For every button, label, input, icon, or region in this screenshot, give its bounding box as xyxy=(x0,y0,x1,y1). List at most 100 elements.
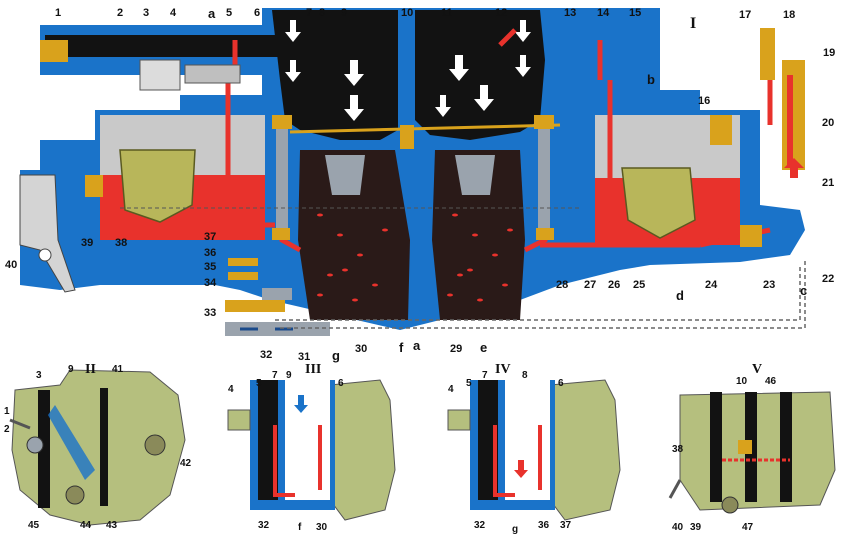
ii-label-41: 41 xyxy=(112,364,124,375)
letter-f: f xyxy=(399,340,404,355)
v-label-47: 47 xyxy=(742,522,754,533)
label-20: 20 xyxy=(822,117,834,129)
label-7: 7 xyxy=(306,7,312,19)
iii-label-4: 4 xyxy=(228,384,234,395)
screw-32 xyxy=(262,288,292,300)
label-14: 14 xyxy=(597,7,610,19)
tube-35 xyxy=(228,258,258,266)
label-3: 3 xyxy=(143,7,149,19)
roman-label-II: II xyxy=(85,362,96,377)
iv-label-37: 37 xyxy=(560,520,572,531)
view-IV xyxy=(447,379,621,521)
letter-b: b xyxy=(647,72,655,87)
letter-a-bottom: a xyxy=(413,338,421,353)
label-36: 36 xyxy=(204,247,216,259)
roman-label-V: V xyxy=(752,362,762,377)
label-23: 23 xyxy=(763,279,775,291)
view-IV-labels: IV 4 5 7 8 6 32 g 36 37 xyxy=(448,362,572,535)
iv-label-6: 6 xyxy=(558,378,564,389)
iii-label-f: f xyxy=(298,522,302,533)
label-21: 21 xyxy=(822,177,834,189)
label-37: 37 xyxy=(204,231,216,243)
letter-g: g xyxy=(332,348,340,363)
label-9: 9 xyxy=(341,7,347,19)
ii-label-2: 2 xyxy=(4,424,10,435)
label-10: 10 xyxy=(401,7,413,19)
label-34: 34 xyxy=(204,277,217,289)
label-5: 5 xyxy=(226,7,232,19)
fuel-inlet-18 xyxy=(760,28,775,80)
float-left xyxy=(119,149,196,223)
view-II-labels: II 1 2 3 9 41 42 43 44 45 xyxy=(4,362,192,531)
ii-label-43: 43 xyxy=(106,520,118,531)
airflow-arrows xyxy=(285,20,531,121)
roman-label-I: I xyxy=(690,15,696,32)
throttle-axle xyxy=(289,123,561,134)
tube-33 xyxy=(225,300,285,312)
air-channel-left xyxy=(45,35,280,57)
fuel-inlet-arrow xyxy=(784,158,804,178)
iii-label-9: 9 xyxy=(286,370,292,381)
iv-label-7: 7 xyxy=(482,370,488,381)
main-sectional-view xyxy=(19,8,806,336)
v-label-39: 39 xyxy=(690,522,702,533)
ii-label-44: 44 xyxy=(80,520,92,531)
label-29: 29 xyxy=(450,343,462,355)
solenoid-4 xyxy=(139,59,181,91)
label-38: 38 xyxy=(115,237,127,249)
iii-label-7: 7 xyxy=(272,370,278,381)
label-19: 19 xyxy=(823,47,835,59)
v-label-46: 46 xyxy=(765,376,777,387)
label-26: 26 xyxy=(608,279,620,291)
throttle-lever xyxy=(19,174,76,293)
brass-jets xyxy=(40,40,762,247)
iv-label-8: 8 xyxy=(522,370,528,381)
label-33: 33 xyxy=(204,307,216,319)
iii-label-6: 6 xyxy=(338,378,344,389)
primary-venturi xyxy=(298,150,410,320)
label-16: 16 xyxy=(698,95,710,107)
view-V-labels: V 10 46 38 40 39 47 xyxy=(672,362,777,533)
label-30: 30 xyxy=(355,343,367,355)
v-label-40: 40 xyxy=(672,522,684,533)
label-1: 1 xyxy=(55,7,61,19)
iv-label-36: 36 xyxy=(538,520,550,531)
primary-air-horn xyxy=(272,10,398,140)
label-32: 32 xyxy=(260,349,272,361)
iv-label-5: 5 xyxy=(466,378,472,389)
secondary-venturi xyxy=(432,150,525,320)
label-40: 40 xyxy=(5,259,17,271)
return-pipe-19 xyxy=(782,60,805,170)
label-6: 6 xyxy=(254,7,260,19)
view-V xyxy=(668,391,836,514)
label-15: 15 xyxy=(629,7,641,19)
iv-label-g: g xyxy=(512,524,518,535)
v-label-10: 10 xyxy=(736,376,748,387)
label-4: 4 xyxy=(170,7,177,19)
ii-label-45: 45 xyxy=(28,520,40,531)
label-31: 31 xyxy=(298,351,310,363)
emulsion-tube-left xyxy=(276,120,288,230)
tube-34 xyxy=(228,272,258,280)
float-right xyxy=(621,167,696,239)
small-diffuser-2 xyxy=(455,155,495,195)
label-18: 18 xyxy=(783,9,795,21)
roman-label-III: III xyxy=(305,362,321,377)
iii-label-30: 30 xyxy=(316,522,328,533)
view-III-labels: III 4 5 7 9 6 32 f 30 xyxy=(228,362,344,533)
ii-label-9: 9 xyxy=(68,364,74,375)
letter-d: d xyxy=(676,288,684,303)
label-13: 13 xyxy=(564,7,576,19)
label-12: 12 xyxy=(495,7,507,19)
iii-label-32: 32 xyxy=(258,520,270,531)
solenoid-valve-5 xyxy=(184,64,241,84)
label-11: 11 xyxy=(441,7,453,19)
roman-label-IV: IV xyxy=(495,362,511,377)
label-28: 28 xyxy=(556,279,568,291)
fuel-droplets xyxy=(317,213,513,302)
label-27: 27 xyxy=(584,279,596,291)
iv-label-32: 32 xyxy=(474,520,486,531)
label-17: 17 xyxy=(739,9,751,21)
view-III xyxy=(227,379,396,521)
